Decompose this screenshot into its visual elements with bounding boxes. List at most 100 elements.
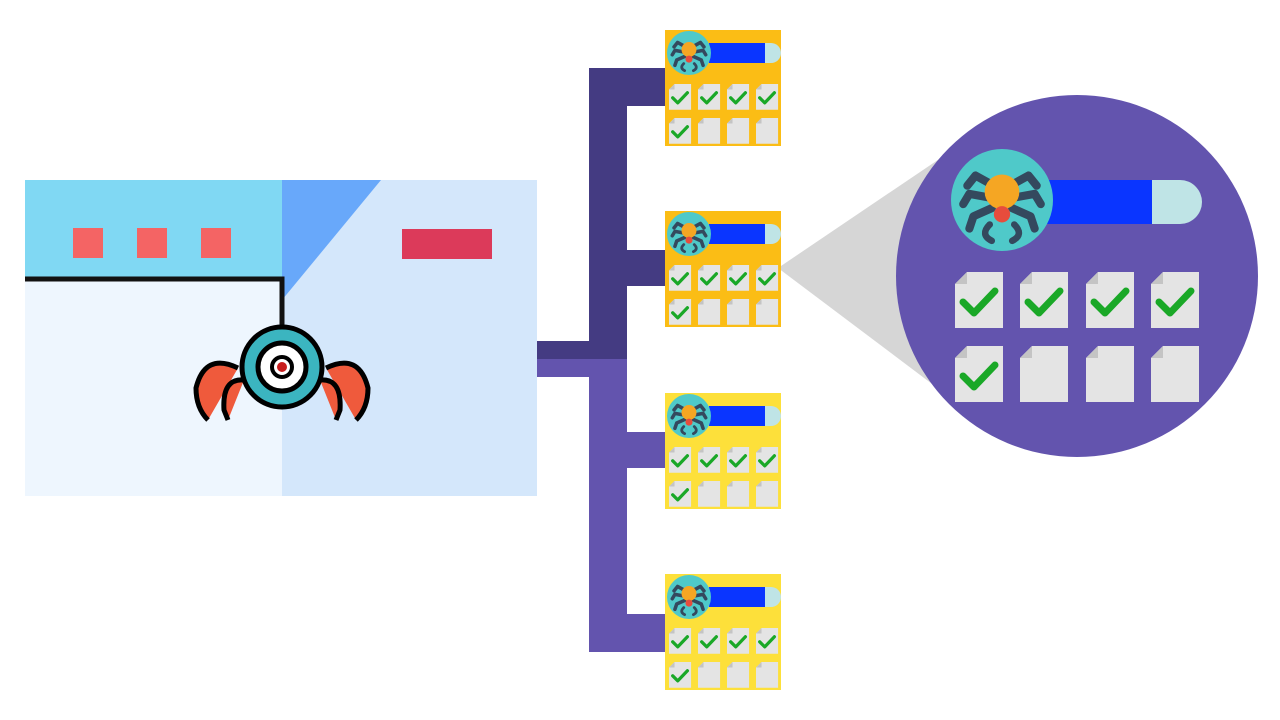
bug-leg — [670, 48, 687, 57]
bug-body — [681, 405, 697, 420]
bug-pincer — [691, 606, 698, 617]
bug-badge — [951, 149, 1053, 251]
bug-badge — [667, 31, 711, 75]
document-icon — [669, 481, 692, 507]
branch-arm — [589, 614, 667, 652]
bug-head — [993, 206, 1011, 223]
result-page — [665, 393, 781, 509]
bug-pincer — [981, 221, 996, 245]
spider-leg — [324, 360, 371, 422]
search-bar — [709, 224, 765, 244]
document-icon — [698, 662, 721, 688]
document-icon — [727, 447, 750, 473]
tab-dot — [137, 228, 167, 258]
document-icon — [756, 84, 779, 110]
bug-pincer — [691, 243, 698, 254]
browser-fold — [282, 180, 381, 300]
bug-body — [984, 174, 1020, 210]
bug-pincer — [680, 606, 687, 617]
document-icon — [1086, 272, 1134, 328]
bug-leg — [673, 54, 687, 68]
result-page — [665, 574, 781, 690]
branch-arm — [589, 68, 667, 106]
document-icon — [669, 628, 692, 654]
bug-pincer — [691, 62, 698, 73]
bug-leg — [673, 417, 687, 431]
document-icon — [955, 346, 1003, 402]
document-icon — [698, 447, 721, 473]
bug-leg — [1008, 189, 1045, 209]
zoom-circle — [896, 95, 1258, 457]
document-icon — [669, 265, 692, 291]
tab-dot — [201, 228, 231, 258]
bug-leg — [673, 235, 687, 249]
document-icon — [756, 299, 779, 325]
bug-leg — [691, 235, 705, 249]
document-icon — [698, 628, 721, 654]
document-icon — [756, 265, 779, 291]
document-icon — [727, 662, 750, 688]
bug-badge — [667, 212, 711, 256]
document-icon — [727, 299, 750, 325]
bug-leg — [965, 204, 996, 233]
bug-leg — [691, 417, 705, 431]
bug-leg — [691, 598, 705, 612]
document-icon — [669, 662, 692, 688]
browser-window — [25, 180, 537, 496]
bug-body — [681, 223, 697, 238]
document-icon — [698, 481, 721, 507]
bug-leg — [691, 54, 705, 68]
zoom-detail — [896, 95, 1258, 457]
bug-leg — [691, 411, 708, 420]
bug-leg — [691, 592, 708, 601]
bug-leg — [673, 598, 687, 612]
bug-body — [681, 586, 697, 601]
document-icon — [669, 447, 692, 473]
branch-trunk-bottom — [589, 359, 627, 652]
document-icon — [698, 84, 721, 110]
document-icon — [698, 118, 721, 144]
document-icon — [756, 118, 779, 144]
bug-body — [681, 42, 697, 57]
tab-dot — [73, 228, 103, 258]
crawler-spider-icon — [193, 324, 371, 422]
bug-leg — [691, 229, 708, 238]
bug-pincer — [691, 425, 698, 436]
bug-head — [685, 55, 693, 63]
result-page — [665, 211, 781, 327]
document-icon — [727, 628, 750, 654]
spider-thread — [25, 276, 285, 330]
search-bar — [709, 43, 765, 63]
spider-leg — [193, 360, 240, 422]
search-bar — [709, 406, 765, 426]
document-icon — [1020, 272, 1068, 328]
document-icon — [1151, 272, 1199, 328]
document-icon — [1151, 346, 1199, 402]
document-icon — [955, 272, 1003, 328]
branch-trunk-top — [589, 68, 627, 359]
bug-pincer — [680, 62, 687, 73]
bug-head — [685, 599, 693, 607]
bug-leg — [670, 592, 687, 601]
document-icon — [727, 265, 750, 291]
document-icon — [756, 628, 779, 654]
document-icon — [669, 299, 692, 325]
document-icon — [669, 118, 692, 144]
bug-leg — [670, 411, 687, 420]
document-icon — [727, 84, 750, 110]
document-icon — [698, 265, 721, 291]
bug-head — [685, 418, 693, 426]
bug-pincer — [680, 243, 687, 254]
bug-pincer — [680, 425, 687, 436]
branch-connectors — [537, 68, 667, 652]
bug-leg — [691, 48, 708, 57]
bug-leg — [1008, 204, 1039, 233]
branch-arm — [627, 250, 667, 286]
branch-arm — [627, 432, 667, 468]
document-icon — [1086, 346, 1134, 402]
spider-pupil — [277, 362, 287, 372]
bug-badge — [667, 394, 711, 438]
document-icon — [669, 84, 692, 110]
bug-pincer — [1008, 221, 1023, 245]
